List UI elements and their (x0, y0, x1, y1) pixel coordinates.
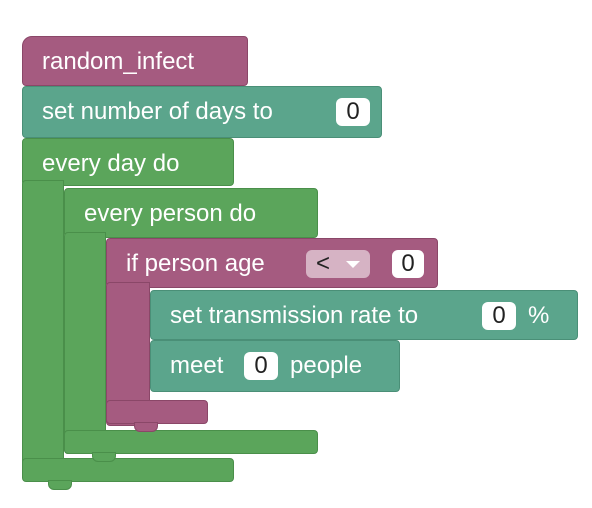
every-day-loop-bottom (22, 458, 234, 482)
if-block[interactable] (106, 238, 438, 288)
if-operator-dropdown[interactable]: < (306, 250, 370, 278)
every-person-loop-arm (64, 232, 106, 454)
set-rate-unit: % (528, 302, 550, 329)
every-day-loop-arm (22, 180, 64, 480)
if-value-field[interactable]: 0 (392, 250, 424, 278)
set-days-label: set number of days to (42, 98, 273, 125)
every-person-label: every person do (84, 200, 257, 227)
procedure-name: random_infect (42, 48, 195, 75)
meet-suffix: people (290, 352, 363, 379)
if-operator-value: < (316, 250, 331, 277)
procedure-header-block[interactable] (22, 36, 248, 86)
set-rate-value-field[interactable]: 0 (482, 302, 516, 330)
every-day-loop-block[interactable] (22, 138, 234, 186)
meet-label: meet (170, 352, 224, 379)
meet-block[interactable] (150, 340, 400, 392)
if-label: if person age (126, 250, 265, 277)
every-person-notch (92, 452, 116, 462)
meet-value-field[interactable]: 0 (244, 352, 278, 380)
if-block-bottom (106, 400, 208, 424)
every-day-label: every day do (42, 150, 180, 177)
chevron-down-icon (346, 261, 360, 268)
set-rate-label: set transmission rate to (170, 302, 419, 329)
set-days-block[interactable] (22, 86, 382, 138)
every-person-loop-bottom (64, 430, 318, 454)
set-days-value-field[interactable]: 0 (336, 98, 370, 126)
every-day-notch (48, 480, 72, 490)
if-notch (134, 422, 158, 432)
every-person-loop-block[interactable] (64, 188, 318, 238)
